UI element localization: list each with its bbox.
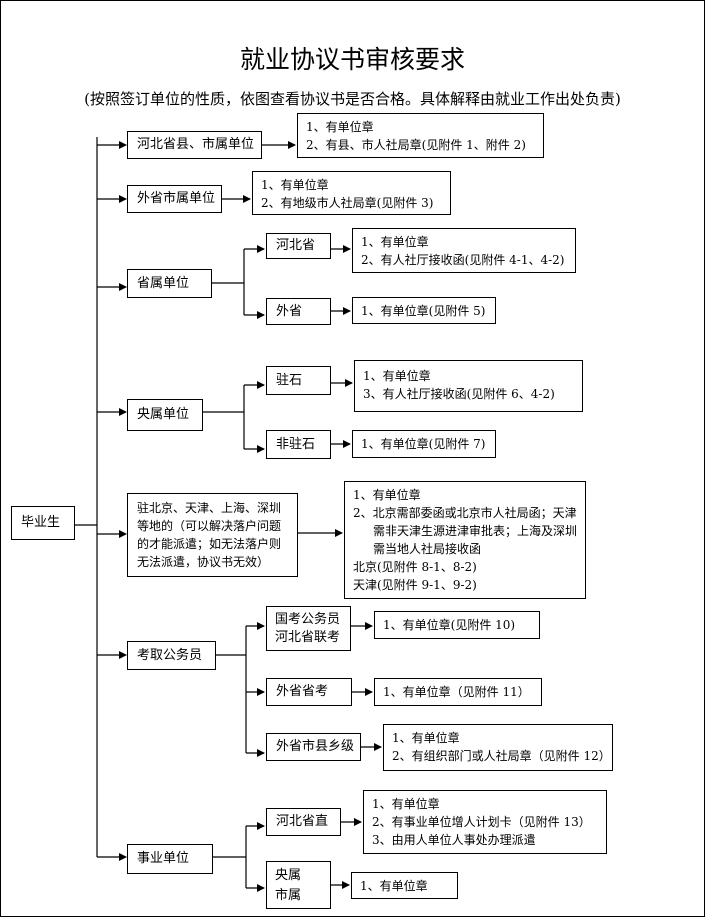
root-label: 毕业生 [21, 515, 61, 530]
requirement-line: 1、有单位章 [353, 488, 421, 502]
requirement-box-central-not-in-shijiazhuang: 1、有单位章(见附件 7) [352, 430, 496, 458]
requirement-box-national-exam: 1、有单位章(见附件 10) [374, 611, 540, 639]
requirement-box-beijing-tianjin: 1、有单位章 2、北京需部委函或北京市人社局函；天津 需非天津生源进津审批表；上… [344, 481, 586, 599]
subcategory-text-line: 河北省联考 [275, 630, 341, 645]
subcategory-other-province: 外省 [266, 298, 331, 325]
category-text-line: 等地的（可以解决落户问题 [137, 519, 282, 533]
requirement-line: 1、有单位章 [363, 369, 431, 383]
subcategory-other-province-county-town: 外省市县乡级 [266, 733, 361, 761]
category-central-unit: 央属单位 [127, 399, 203, 431]
category-hebei-county-city: 河北省县、市属单位 [127, 131, 262, 159]
subcategory-label: 河北省 [276, 238, 316, 253]
subcategory-not-in-shijiazhuang: 非驻石 [266, 430, 331, 459]
category-label: 外省市属单位 [137, 191, 216, 206]
category-text-line: 无法派遣，协议书无效） [137, 555, 270, 569]
subcategory-label: 非驻石 [276, 436, 316, 452]
requirement-line: 3、由用人单位人事处办理派遣 [372, 833, 536, 847]
requirement-line: 北京(见附件 8-1、8-2) [353, 560, 477, 574]
category-civil-servant: 考取公务员 [127, 641, 216, 670]
subcategory-label: 外省市县乡级 [276, 739, 355, 754]
requirement-box-hebei-direct: 1、有单位章 2、有事业单位增人计划卡（见附件 13） 3、由用人单位人事处办理… [363, 790, 607, 854]
requirement-line: 2、有人社厅接收函(见附件 4-1、4-2) [361, 253, 565, 267]
requirement-line: 1、有单位章 [361, 235, 429, 249]
category-label: 考取公务员 [137, 647, 203, 663]
requirement-box-hebei-county-city: 1、有单位章 2、有县、市人社局章(见附件 1、附件 2) [297, 113, 544, 158]
requirement-line: 1、有单位章 [360, 879, 428, 893]
category-text-line: 的才能派遣；如无法落户则 [137, 537, 282, 551]
root-node-graduate: 毕业生 [11, 506, 75, 540]
requirement-box-central-municipal: 1、有单位章 [351, 872, 458, 899]
category-label: 事业单位 [137, 851, 190, 866]
category-label: 央属单位 [137, 407, 190, 422]
requirement-line: 1、有单位章(见附件 5) [361, 304, 486, 318]
subcategory-text-line: 国考公务员 [275, 612, 341, 627]
subcategory-label: 河北省直 [276, 814, 329, 829]
requirement-line: 2、有事业单位增人计划卡（见附件 13） [372, 815, 591, 829]
requirement-line: 1、有单位章 [372, 797, 440, 811]
subcategory-hebei-direct: 河北省直 [266, 808, 341, 836]
requirement-line: 1、有单位章 [306, 120, 374, 134]
subcategory-label: 驻石 [276, 372, 303, 388]
requirement-line: 需当地人社局接收函 [373, 542, 482, 556]
requirement-line: 1、有单位章(见附件 10) [383, 618, 516, 632]
requirement-box-central-in-shijiazhuang: 1、有单位章 3、有人社厅接收函(见附件 6、4-2) [354, 360, 583, 412]
category-label: 省属单位 [137, 275, 190, 291]
subcategory-central-municipal: 央属 市属 [266, 861, 331, 909]
requirement-box-provincial-hebei: 1、有单位章 2、有人社厅接收函(见附件 4-1、4-2) [352, 228, 576, 273]
requirement-box-other-province-city: 1、有单位章 2、有地级市人社局章(见附件 3) [252, 171, 451, 215]
requirement-line: 1、有单位章 [392, 731, 460, 745]
subcategory-text-line: 央属 [275, 868, 302, 883]
category-beijing-tianjin-shanghai-shenzhen: 驻北京、天津、上海、深圳 等地的（可以解决落户问题 的才能派遣；如无法落户则 无… [127, 493, 298, 577]
requirement-line: 天津(见附件 9-1、9-2) [353, 578, 477, 592]
requirement-line: 2、有组织部门或人社局章（见附件 12） [392, 749, 611, 763]
subcategory-in-shijiazhuang: 驻石 [266, 366, 331, 395]
page-title: 就业协议书审核要求 [239, 45, 465, 74]
requirement-line: 2、有县、市人社局章(见附件 1、附件 2) [306, 138, 526, 152]
subcategory-other-province-exam: 外省省考 [266, 678, 352, 706]
requirement-line: 2、有地级市人社局章(见附件 3) [261, 196, 434, 210]
category-text-line: 驻北京、天津、上海、深圳 [137, 501, 282, 515]
requirement-box-other-province-exam: 1、有单位章（见附件 11） [374, 678, 542, 706]
category-label: 河北省县、市属单位 [137, 137, 255, 152]
requirement-line: 1、有单位章（见附件 11） [383, 685, 530, 699]
requirement-line: 需非天津生源进津审批表；上海及深圳 [373, 524, 578, 538]
requirement-line: 1、有单位章(见附件 7) [361, 437, 486, 451]
subcategory-label: 外省 [276, 303, 303, 319]
subcategory-label: 外省省考 [276, 684, 329, 699]
requirement-box-county-town: 1、有单位章 2、有组织部门或人社局章（见附件 12） [383, 724, 613, 771]
category-provincial-unit: 省属单位 [127, 269, 212, 298]
subcategory-text-line: 市属 [275, 888, 302, 903]
requirement-line: 3、有人社厅接收函(见附件 6、4-2) [363, 387, 555, 401]
subcategory-national-exam: 国考公务员 河北省联考 [266, 606, 351, 651]
subcategory-hebei: 河北省 [266, 233, 331, 259]
category-other-province-city: 外省市属单位 [127, 185, 222, 213]
requirement-box-provincial-other: 1、有单位章(见附件 5) [352, 297, 496, 324]
category-public-institution: 事业单位 [127, 844, 213, 874]
requirement-line: 2、北京需部委函或北京市人社局函；天津 [353, 506, 577, 520]
page-subtitle: (按照签订单位的性质，依图查看协议书是否合格。具体解释由就业工作出处负责) [84, 90, 621, 108]
requirement-line: 1、有单位章 [261, 178, 329, 192]
